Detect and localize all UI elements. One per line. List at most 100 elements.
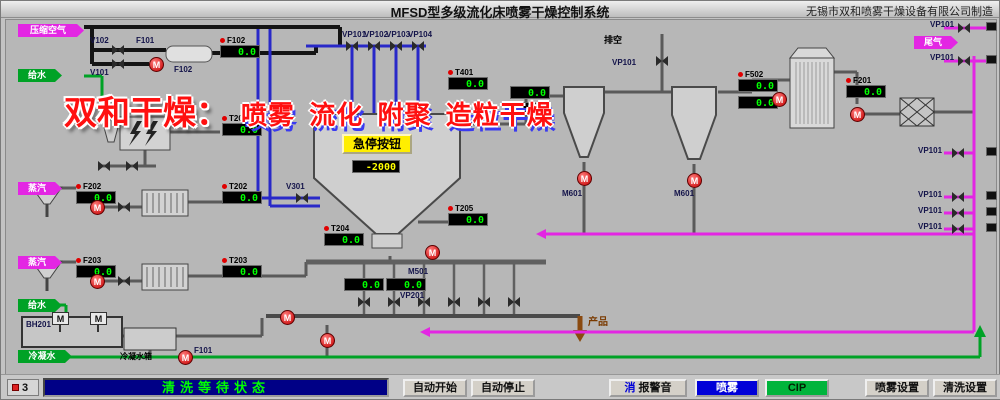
agitator-motor-1: M [52, 312, 69, 325]
display-f102: F102 0.0 [220, 36, 260, 58]
wash-settings-button[interactable]: 清洗设置 [933, 379, 997, 397]
pump-f502[interactable]: M [772, 92, 787, 107]
stream-tag-tail-gas: 尾气 [914, 36, 958, 49]
label-m601-a: M601 [562, 189, 583, 198]
display-value: 0.0 [344, 278, 384, 291]
stream-tag-steam-1: 蒸汽 [18, 182, 62, 195]
display-label: T204 [324, 224, 364, 233]
display-bed-a: 0.0 [344, 278, 384, 291]
display-label: T202 [222, 182, 262, 191]
air-pipes [84, 25, 342, 66]
label-f102-vessel: F102 [174, 65, 193, 74]
pump-f203[interactable]: M [90, 274, 105, 289]
label-condensate-tank: 冷凝水箱 [120, 352, 152, 361]
page-indicator[interactable]: 3 [7, 379, 39, 396]
display-label: F201 [846, 76, 886, 85]
emergency-stop-button[interactable]: 急停按钮 [342, 134, 412, 154]
valve-icon[interactable] [952, 148, 964, 158]
pump-f101-bottom[interactable]: M [178, 350, 193, 365]
page-title: MFSD型多级流化床喷雾干燥控制系统 [390, 5, 610, 20]
display-value: 0.0 [386, 278, 426, 291]
display-label: F502 [738, 70, 778, 79]
condensate-arrow [974, 325, 986, 337]
hx2-fins [146, 267, 184, 287]
cip-arrow-2 [420, 327, 430, 337]
display-f201: F201 0.0 [846, 76, 886, 98]
display-value: 0.0 [510, 86, 550, 99]
alarm-mute-label: 报警音 [638, 381, 672, 394]
pump-f201-fan[interactable]: M [850, 107, 865, 122]
label-v102: V102 [90, 36, 109, 45]
label-f101-bottom: F101 [194, 346, 213, 355]
valve-icon[interactable] [958, 56, 970, 66]
label-f101-top: F101 [136, 36, 155, 45]
pump-f101-top[interactable]: M [149, 57, 164, 72]
title-bar: MFSD型多级流化床喷雾干燥控制系统 无锡市双和喷雾干燥设备有限公司制造 [1, 1, 999, 20]
pump-bottom-2[interactable]: M [320, 333, 335, 348]
label-v301: V301 [286, 182, 305, 191]
display-cyclone-a: 0.0 [510, 86, 550, 99]
agitator-motor-2: M [90, 312, 107, 325]
label-m601-b: M601 [674, 189, 695, 198]
indicator-box [986, 191, 997, 200]
pump-m501[interactable]: M [425, 245, 440, 260]
condensate-tank [123, 327, 177, 351]
pump-f202[interactable]: M [90, 200, 105, 215]
valve-icon[interactable] [958, 23, 970, 33]
display-label: T203 [222, 256, 262, 265]
valve-icon[interactable] [952, 208, 964, 218]
valve-icon[interactable] [112, 59, 124, 69]
display-value: 0.0 [738, 79, 778, 92]
indicator-box [986, 147, 997, 156]
display-value: 0.0 [220, 45, 260, 58]
display-value: 0.0 [324, 233, 364, 246]
display-label: F102 [220, 36, 260, 45]
display-t203: T203 0.0 [222, 256, 262, 278]
spray-settings-button[interactable]: 喷雾设置 [865, 379, 929, 397]
valve-icon[interactable] [296, 193, 308, 203]
cip-button[interactable]: CIP [765, 379, 829, 397]
display-label: F203 [76, 256, 116, 265]
display-value: 0.0 [222, 265, 262, 278]
pump-bottom-1[interactable]: M [280, 310, 295, 325]
valve-icon[interactable] [118, 202, 130, 212]
auto-stop-button[interactable]: 自动停止 [471, 379, 535, 397]
stream-tag-compressed-air: 压缩空气 [18, 24, 84, 37]
label-vp201: VP201 [400, 291, 425, 300]
indicator-box [986, 55, 997, 64]
alarm-mute-button[interactable]: 消报警音 [609, 379, 687, 397]
hx1-fins [146, 193, 184, 213]
feed-vessel [165, 45, 213, 63]
valve-icon[interactable] [112, 45, 124, 55]
label-vp103: VP103 [386, 30, 411, 39]
label-right-valve-5: VP101 [918, 206, 943, 215]
bag-filter-tubes [795, 62, 829, 124]
valve-icon[interactable] [126, 161, 138, 171]
label-right-valve-3: VP101 [918, 146, 943, 155]
stream-tag-water-bottom: 给水 [18, 299, 62, 312]
pump-m601-a[interactable]: M [577, 171, 592, 186]
valve-icon[interactable] [98, 161, 110, 171]
status-bar: 清洗等待状态 [43, 378, 389, 397]
air-heater-unit [119, 116, 171, 151]
stream-tag-condensate: 冷凝水 [18, 350, 72, 363]
valve-icon[interactable] [952, 192, 964, 202]
display-label: T201 [222, 114, 262, 123]
spray-tower [313, 113, 461, 235]
display-t401: T401 0.0 [448, 68, 488, 90]
page-number: 3 [22, 381, 29, 394]
label-product: 产品 [588, 317, 608, 328]
spray-button[interactable]: 喷雾 [695, 379, 759, 397]
label-vp102: VP102 [364, 30, 389, 39]
pump-m601-b[interactable]: M [687, 173, 702, 188]
auto-start-button[interactable]: 自动开始 [403, 379, 467, 397]
display-value: -2000 [352, 160, 400, 173]
label-right-valve-4: VP101 [918, 190, 943, 199]
display-t205: T205 0.0 [448, 204, 488, 226]
lightning-icon [145, 121, 158, 146]
label-vp104: VP104 [408, 30, 433, 39]
cyclone-1 [563, 86, 605, 158]
valve-icon[interactable] [118, 276, 130, 286]
control-bar: 3 清洗等待状态 自动开始 自动停止 消报警音 喷雾 CIP 喷雾设置 清洗设置 [1, 374, 1000, 399]
